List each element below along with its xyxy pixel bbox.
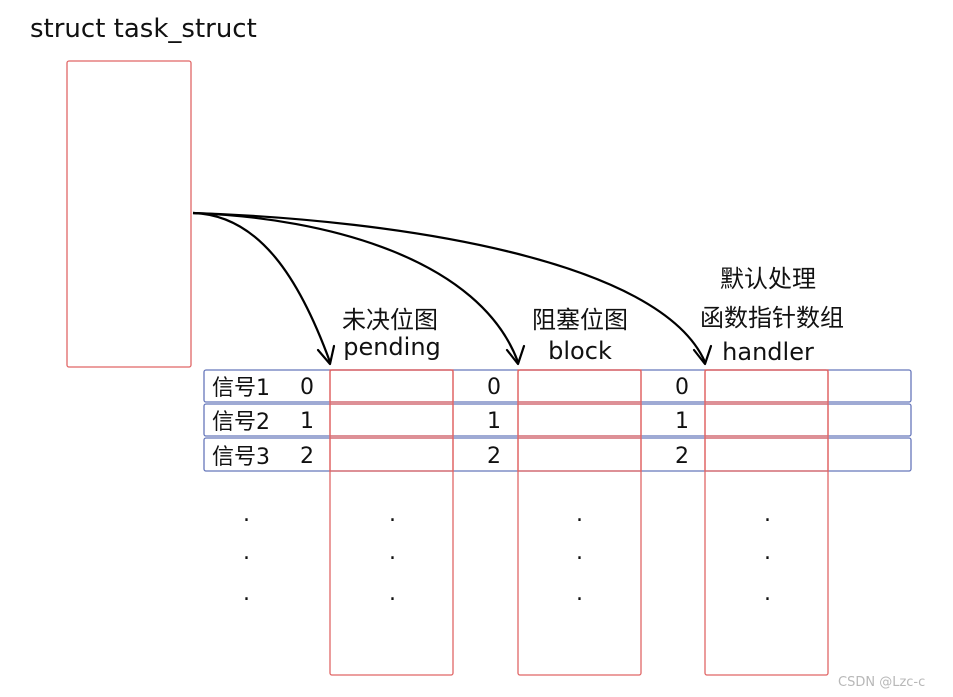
block-header-cn: 阻塞位图 xyxy=(532,306,628,334)
row-label-3: 信号3 xyxy=(212,445,270,470)
handler-index-1: 1 xyxy=(675,409,689,434)
handler-cell-0 xyxy=(704,369,829,403)
ellipsis-dot: . xyxy=(243,540,250,565)
ellipsis-dot: . xyxy=(389,540,396,565)
ellipsis-dot: . xyxy=(576,581,583,606)
pending-header-en: pending xyxy=(343,333,441,361)
arrow-to-pending xyxy=(192,211,332,363)
ellipsis-dot: . xyxy=(389,581,396,606)
ellipsis-dot: . xyxy=(243,581,250,606)
ellipsis-dot: . xyxy=(576,502,583,527)
pending-cell-0 xyxy=(329,369,454,403)
handler-index-0: 0 xyxy=(675,375,689,400)
row-label-2: 信号2 xyxy=(212,410,270,435)
pending-cell-2 xyxy=(329,437,454,472)
arrow-to-block xyxy=(192,211,520,363)
handler-header-cn-2: 函数指针数组 xyxy=(700,304,844,332)
block-index-1: 1 xyxy=(487,409,501,434)
ellipsis-dot: . xyxy=(764,540,771,565)
handler-cell-2 xyxy=(704,437,829,472)
ellipsis-dot: . xyxy=(389,502,396,527)
arrow-to-block-head xyxy=(505,344,526,366)
ellipsis-dot: . xyxy=(576,540,583,565)
arrow-to-handler-head xyxy=(692,344,713,366)
block-index-2: 2 xyxy=(487,444,501,469)
pending-index-2: 2 xyxy=(300,444,314,469)
watermark: CSDN @Lzc-c xyxy=(838,675,925,690)
block-index-0: 0 xyxy=(487,375,501,400)
block-cell-0 xyxy=(517,369,642,403)
arrow-to-pending-head xyxy=(316,344,336,366)
ellipsis-dot: . xyxy=(243,502,250,527)
row-label-1: 信号1 xyxy=(212,376,270,401)
pending-header-cn: 未决位图 xyxy=(342,306,438,334)
handler-cell-1 xyxy=(704,403,829,437)
handler-index-2: 2 xyxy=(675,444,689,469)
block-cell-2 xyxy=(517,437,642,472)
handler-header-en: handler xyxy=(722,338,814,366)
block-cell-1 xyxy=(517,403,642,437)
ellipsis-dot: . xyxy=(764,581,771,606)
pending-index-0: 0 xyxy=(300,375,314,400)
ellipsis-dot: . xyxy=(764,502,771,527)
task-struct-box xyxy=(66,60,192,368)
struct-title: struct task_struct xyxy=(30,14,257,44)
handler-header-cn-1: 默认处理 xyxy=(720,265,816,293)
pending-cell-1 xyxy=(329,403,454,437)
pending-index-1: 1 xyxy=(300,409,314,434)
arrow-to-handler xyxy=(192,211,707,363)
block-header-en: block xyxy=(548,337,612,365)
